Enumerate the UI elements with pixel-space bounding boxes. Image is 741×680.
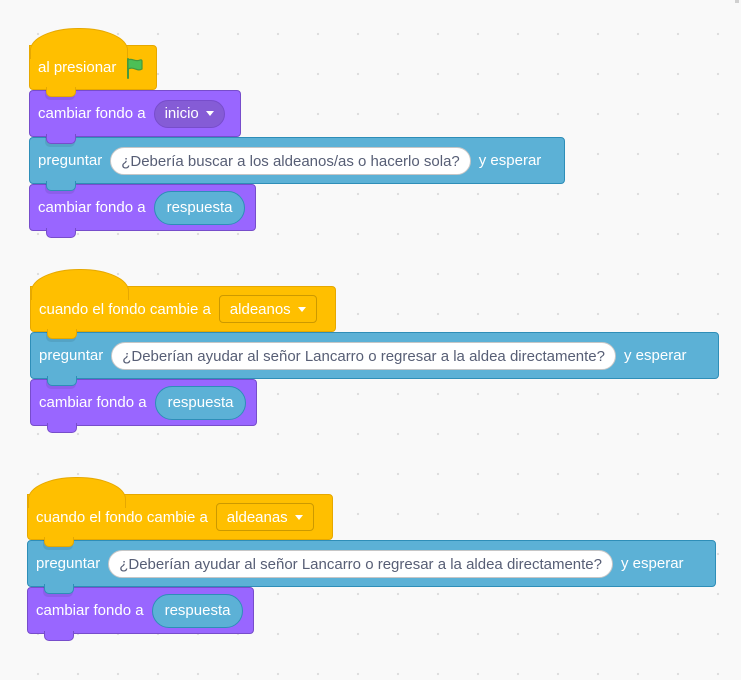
block-suffix: y esperar <box>621 555 684 572</box>
dropdown-value: inicio <box>164 105 199 122</box>
ask-and-wait-block[interactable]: preguntar ¿Deberían ayudar al señor Lanc… <box>30 332 719 386</box>
hat-cap <box>31 269 129 300</box>
answer-reporter[interactable]: respuesta <box>154 385 247 420</box>
block-label: preguntar <box>39 347 104 364</box>
block-notch <box>44 631 74 641</box>
block-label: cambiar fondo a <box>39 394 147 411</box>
hat-cap <box>30 28 128 59</box>
question-input[interactable]: ¿Deberían ayudar al señor Lancarro o reg… <box>111 341 616 370</box>
hat-label: al presionar <box>38 59 117 76</box>
switch-backdrop-block[interactable]: cambiar fondo a inicio <box>29 90 241 144</box>
block-label: cambiar fondo a <box>38 199 146 216</box>
ask-and-wait-block[interactable]: preguntar ¿Debería buscar a los aldeanos… <box>29 137 565 191</box>
dropdown-value: aldeanos <box>229 300 291 318</box>
script-green-flag: al presionar cambiar fondo a inicio preg… <box>29 28 565 238</box>
block-label: cambiar fondo a <box>36 602 144 619</box>
ask-and-wait-block[interactable]: preguntar ¿Deberían ayudar al señor Lanc… <box>27 540 716 594</box>
switch-backdrop-block[interactable]: cambiar fondo a respuesta <box>29 184 256 238</box>
backdrop-dropdown[interactable]: inicio <box>153 99 225 128</box>
chevron-down-icon <box>205 111 214 116</box>
block-notch <box>46 134 76 144</box>
block-label: preguntar <box>38 152 103 169</box>
when-backdrop-switches-hat-block[interactable]: cuando el fondo cambie a aldeanas <box>27 477 333 547</box>
hat-cap <box>28 477 126 508</box>
switch-backdrop-block[interactable]: cambiar fondo a respuesta <box>30 379 257 433</box>
answer-reporter[interactable]: respuesta <box>151 593 244 628</box>
block-suffix: y esperar <box>624 347 687 364</box>
chevron-down-icon <box>294 514 303 520</box>
chevron-down-icon <box>297 306 306 312</box>
backdrop-dropdown[interactable]: aldeanos <box>218 295 317 323</box>
green-flag-icon <box>124 57 146 79</box>
dropdown-value: aldeanas <box>226 508 288 526</box>
workspace-corner-mark <box>735 0 739 3</box>
when-flag-clicked-hat-block[interactable]: al presionar <box>29 28 157 97</box>
answer-reporter[interactable]: respuesta <box>153 190 246 225</box>
block-notch <box>47 423 77 433</box>
block-notch <box>44 537 74 547</box>
block-notch <box>46 181 76 191</box>
backdrop-dropdown[interactable]: aldeanas <box>215 503 314 531</box>
block-notch <box>44 584 74 594</box>
question-input[interactable]: ¿Debería buscar a los aldeanos/as o hace… <box>110 146 471 175</box>
switch-backdrop-block[interactable]: cambiar fondo a respuesta <box>27 587 254 641</box>
block-notch <box>46 228 76 238</box>
question-input[interactable]: ¿Deberían ayudar al señor Lancarro o reg… <box>108 549 613 578</box>
hat-label: cuando el fondo cambie a <box>36 508 208 526</box>
block-notch <box>47 376 77 386</box>
block-label: cambiar fondo a <box>38 105 146 122</box>
block-notch <box>46 87 76 97</box>
script-backdrop-aldeanos: cuando el fondo cambie a aldeanos pregun… <box>30 269 719 433</box>
block-label: preguntar <box>36 555 101 572</box>
block-suffix: y esperar <box>478 152 542 169</box>
block-notch <box>47 329 77 339</box>
script-backdrop-aldeanas: cuando el fondo cambie a aldeanas pregun… <box>27 477 716 641</box>
when-backdrop-switches-hat-block[interactable]: cuando el fondo cambie a aldeanos <box>30 269 336 339</box>
hat-label: cuando el fondo cambie a <box>39 300 211 318</box>
